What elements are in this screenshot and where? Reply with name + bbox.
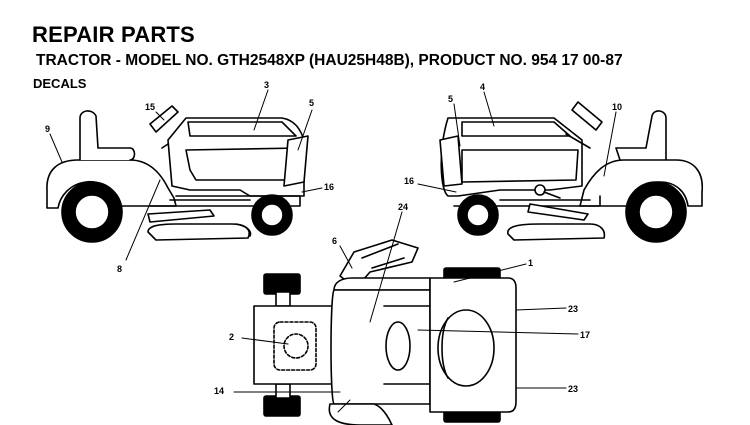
section-heading: DECALS	[33, 76, 87, 91]
tractor-top-view	[253, 239, 517, 425]
model-subtitle: TRACTOR - MODEL NO. GTH2548XP (HAU25H48B…	[36, 52, 623, 69]
tractor-right-side-view	[439, 101, 703, 243]
callout-15: 15	[145, 102, 155, 112]
callout-14: 14	[214, 386, 224, 396]
callout-9: 9	[45, 124, 50, 134]
callout-3: 3	[264, 80, 269, 90]
callout-23-top: 23	[568, 304, 578, 314]
tractor-left-side-view	[46, 105, 309, 243]
callout-24: 24	[398, 202, 408, 212]
callout-2: 2	[229, 332, 234, 342]
callout-4: 4	[480, 82, 485, 92]
callout-16-right: 16	[404, 176, 414, 186]
callout-10: 10	[612, 102, 622, 112]
page-title: REPAIR PARTS	[32, 22, 195, 47]
callout-8: 8	[117, 264, 122, 274]
callout-numbers: 3 5 15 9 8 16 4 5 10 16 1 2 6 24 17 23 2…	[45, 80, 622, 396]
callout-1: 1	[528, 258, 533, 268]
callout-16-left: 16	[324, 182, 334, 192]
callout-5-left: 5	[309, 98, 314, 108]
callout-17: 17	[580, 330, 590, 340]
callout-5-right: 5	[448, 94, 453, 104]
callout-6: 6	[332, 236, 337, 246]
callout-leaders	[49, 89, 617, 413]
callout-23-bottom: 23	[568, 384, 578, 394]
